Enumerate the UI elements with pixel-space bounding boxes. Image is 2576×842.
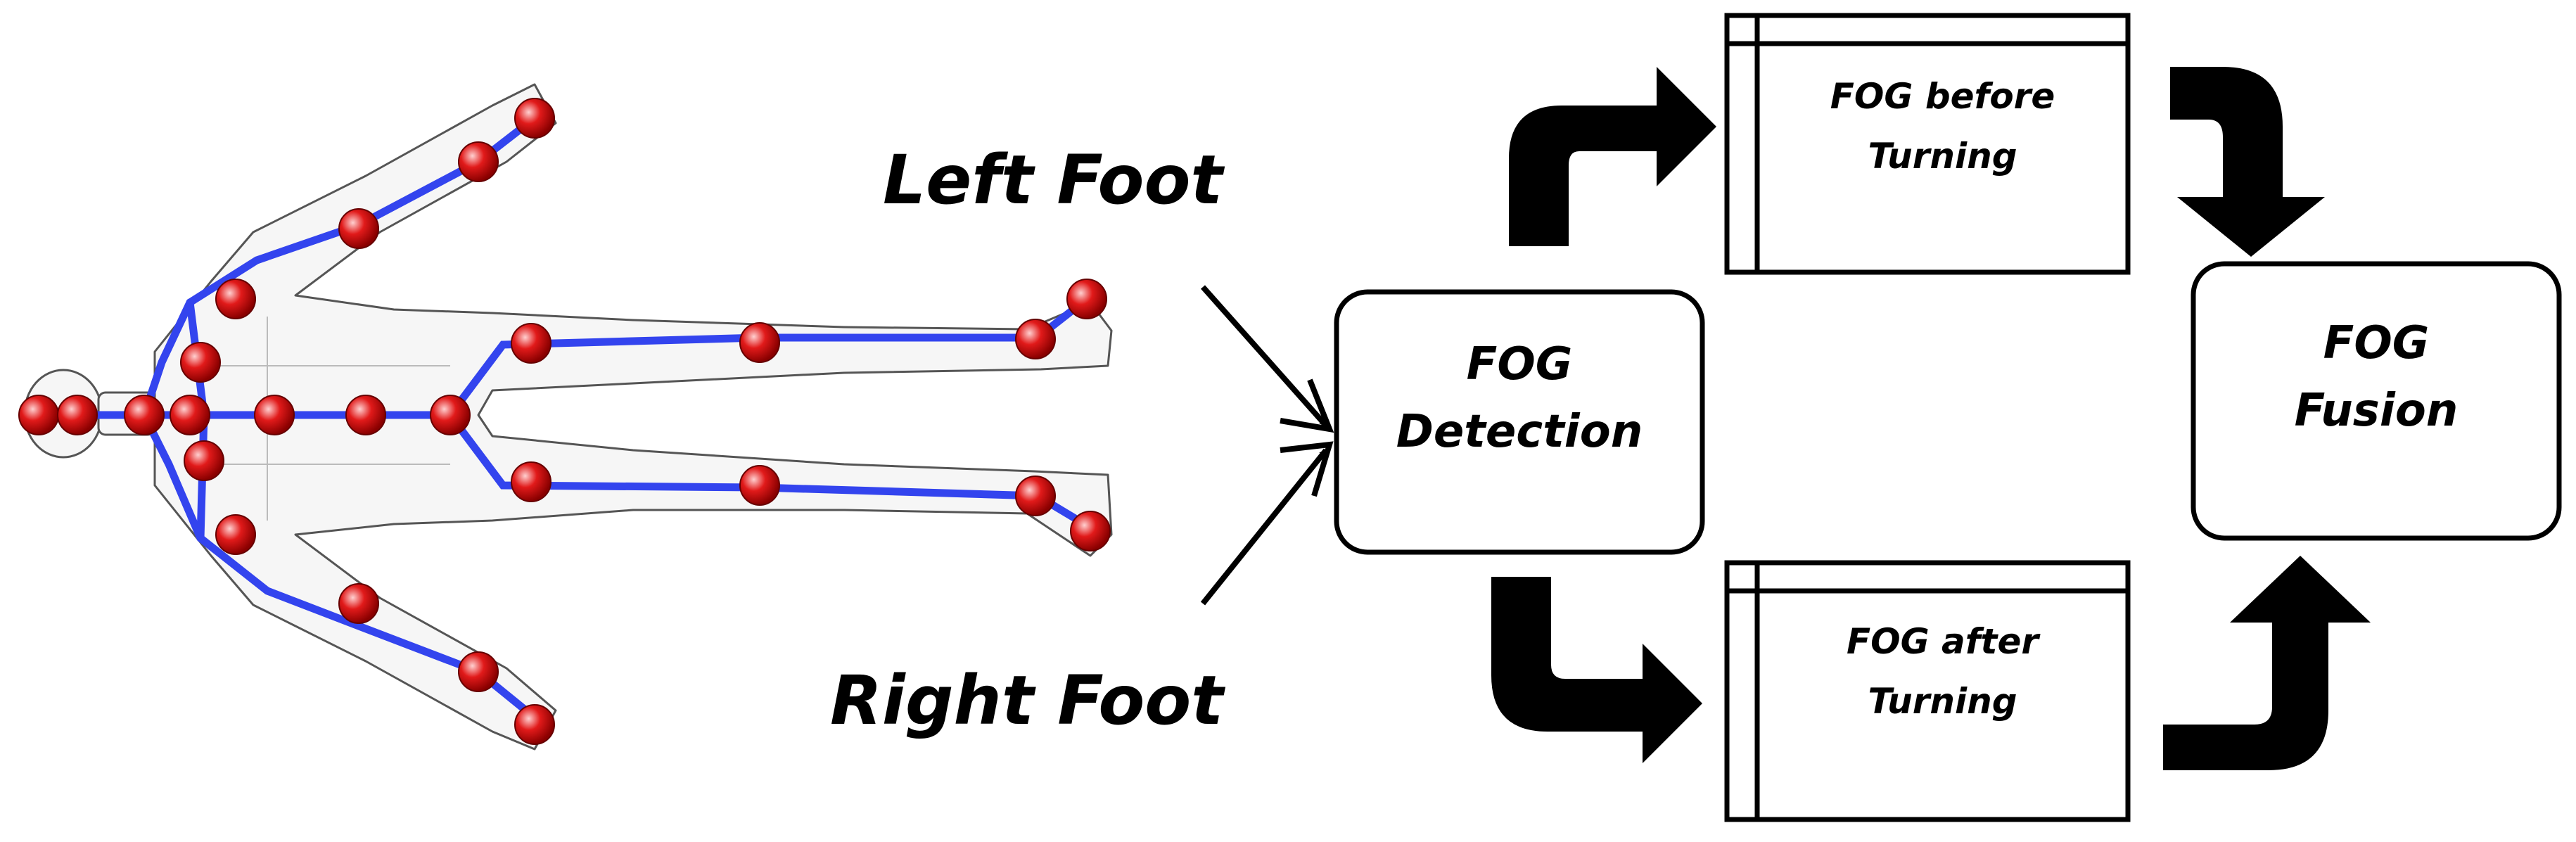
arrow-after-to-fusion <box>2163 556 2371 770</box>
fog-after-turning-label: FOG after Turning <box>1757 612 2128 732</box>
left-foot-label: Left Foot <box>883 141 1223 219</box>
fog-fusion-label: FOG Fusion <box>2193 310 2559 445</box>
fog-detection-line1: FOG <box>1466 338 1573 390</box>
fog-fusion-line1: FOG <box>2323 317 2430 369</box>
joint-markers <box>18 98 1111 745</box>
fog-before-turning-label: FOG before Turning <box>1757 67 2128 186</box>
fog-detection-box <box>1334 289 1705 555</box>
fog-fusion-box <box>2191 261 2562 541</box>
arrow-detection-to-before <box>1509 67 1716 246</box>
fog-before-line1: FOG before <box>1830 76 2055 117</box>
fog-after-line1: FOG after <box>1846 621 2039 662</box>
fog-before-line2: Turning <box>1868 136 2017 177</box>
left-foot-arrowhead <box>1280 378 1334 433</box>
fog-fusion-line2: Fusion <box>2294 385 2459 437</box>
arrow-detection-to-after <box>1491 577 1702 763</box>
right-foot-label: Right Foot <box>830 661 1224 740</box>
arrow-before-to-fusion <box>2170 67 2325 257</box>
fog-detection-line2: Detection <box>1396 406 1643 458</box>
fog-after-turning-box <box>1724 560 2131 822</box>
fog-before-turning-box <box>1724 13 2131 275</box>
right-foot-arrowhead <box>1280 441 1334 497</box>
left-foot-arrow <box>1201 285 1328 428</box>
fog-detection-label: FOG Detection <box>1337 331 1702 466</box>
fog-after-line2: Turning <box>1868 681 2017 722</box>
flow-arrows <box>1491 67 2371 770</box>
right-foot-arrow <box>1200 448 1329 606</box>
